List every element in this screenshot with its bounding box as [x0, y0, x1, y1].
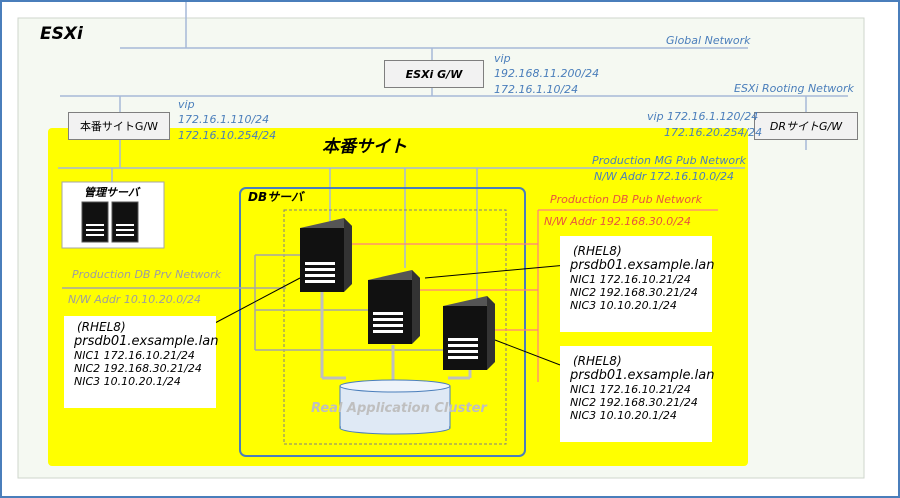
db-pub-network-addr: N/W Addr 192.168.30.0/24 [544, 215, 691, 228]
node-os: (RHEL8) [573, 354, 622, 368]
node-nic2: NIC2 192.168.30.21/24 [570, 286, 698, 299]
dr-gateway-label: DRサイトG/W [769, 120, 843, 133]
callout-node3 [494, 339, 569, 369]
node-os: (RHEL8) [77, 320, 126, 334]
prod-gw-ip1: 172.16.1.110/24 [178, 113, 270, 126]
esxi-gw-vip-label: vip [494, 52, 511, 65]
node-os: (RHEL8) [573, 244, 622, 258]
db-server-group [239, 187, 526, 457]
db-prv-network-label: Production DB Prv Network [72, 268, 222, 281]
node-hostname: prsdb01.exsample.lan [570, 368, 715, 383]
global-network-label: Global Network [666, 34, 751, 47]
shared-storage-icon [339, 379, 451, 435]
esxi-label: ESXi [40, 24, 83, 44]
db-pub-network-label: Production DB Pub Network [550, 193, 702, 206]
esxi-gateway-label: ESXi G/W [405, 67, 463, 81]
dr-gw-ip2: 172.16.20.254/24 [664, 126, 763, 139]
node-info-box-2: (RHEL8) prsdb01.exsample.lan NIC1 172.16… [560, 236, 715, 332]
esxi-gw-ip1: 192.168.11.200/24 [494, 67, 600, 80]
node-nic1: NIC1 172.16.10.21/24 [570, 273, 691, 286]
db-server-label: DBサーバ [248, 190, 303, 204]
esxi-gw-ip2: 172.16.1.10/24 [494, 83, 579, 96]
node-info-box-3: (RHEL8) prsdb01.exsample.lan NIC1 172.16… [560, 346, 715, 442]
prod-gw-ip2: 172.16.10.254/24 [178, 129, 277, 142]
rac-cluster-boundary [283, 209, 507, 445]
node-nic1: NIC1 172.16.10.21/24 [570, 383, 691, 396]
mg-pub-network-label: Production MG Pub Network [592, 154, 746, 167]
callout-node2 [424, 264, 568, 279]
server-icon-db-node-2 [368, 270, 420, 344]
dr-gw-vip: vip 172.16.1.120/24 [647, 110, 759, 123]
esxi-routing-network-label: ESXi Rooting Network [734, 82, 854, 95]
db-prv-network-addr: N/W Addr 10.10.20.0/24 [68, 293, 201, 306]
prod-gateway-box[interactable]: 本番サイトG/W [68, 112, 170, 140]
node-nic3: NIC3 10.10.20.1/24 [74, 375, 181, 388]
mg-pub-network-addr: N/W Addr 172.16.10.0/24 [594, 170, 734, 183]
server-icon-db-node-3 [443, 296, 495, 370]
prod-gw-vip-label: vip [178, 98, 195, 111]
prod-gateway-label: 本番サイトG/W [79, 120, 159, 133]
server-icon-mgmt-1 [81, 201, 109, 243]
node-nic1: NIC1 172.16.10.21/24 [74, 349, 195, 362]
node-hostname: prsdb01.exsample.lan [74, 334, 219, 349]
node-info-box-1: (RHEL8) prsdb01.exsample.lan NIC1 172.16… [64, 316, 219, 408]
esxi-gateway-box[interactable]: ESXi G/W [384, 60, 484, 88]
mgmt-server-label: 管理サーバ [84, 186, 139, 199]
node-hostname: prsdb01.exsample.lan [570, 258, 715, 273]
node-nic3: NIC3 10.10.20.1/24 [570, 299, 677, 312]
node-nic2: NIC2 192.168.30.21/24 [74, 362, 202, 375]
node-nic2: NIC2 192.168.30.21/24 [570, 396, 698, 409]
production-site-label: 本番サイト [322, 137, 407, 157]
server-icon-db-node-1 [300, 218, 352, 292]
node-nic3: NIC3 10.10.20.1/24 [570, 409, 677, 422]
callout-node1 [214, 277, 301, 324]
rac-label: Real Application Cluster [311, 401, 487, 416]
dr-gateway-box[interactable]: DRサイトG/W [754, 112, 858, 140]
server-icon-mgmt-2 [111, 201, 139, 243]
